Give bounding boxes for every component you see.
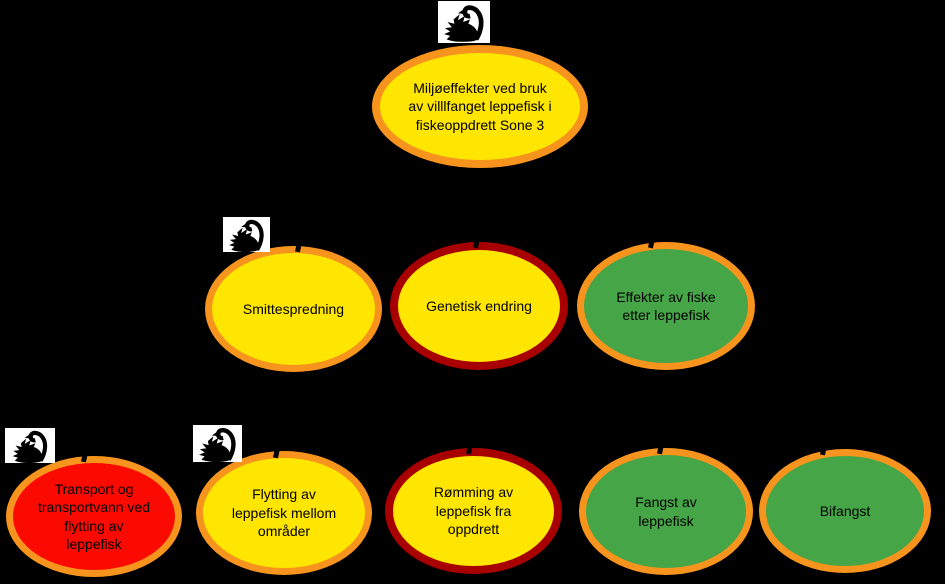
node-effekter-av-fiske[interactable]: Effekter av fiske etter leppefisk — [577, 242, 755, 370]
node-genetisk-endring[interactable]: Genetisk endring — [390, 242, 568, 370]
node-fangst[interactable]: Fangst av leppefisk — [579, 448, 753, 575]
black-swan-icon — [223, 217, 270, 252]
node-root-miljoeffekter[interactable]: Miljøeffekter ved bruk av villlfanget le… — [372, 45, 588, 168]
node-bifangst[interactable]: Bifangst — [759, 449, 931, 573]
black-swan-icon — [193, 425, 242, 462]
black-swan-icon — [438, 1, 490, 43]
node-label: Miljøeffekter ved bruk av villlfanget le… — [408, 79, 552, 133]
node-smittespredning[interactable]: Smittespredning — [205, 246, 382, 372]
black-swan-icon — [5, 428, 55, 463]
node-label: Smittespredning — [242, 300, 345, 317]
node-label: Effekter av fiske etter leppefisk — [616, 288, 716, 323]
node-label: Flytting av leppefisk mellom områder — [231, 486, 337, 540]
node-label: Bifangst — [819, 502, 871, 519]
node-transport[interactable]: Transport og transportvann ved flytting … — [6, 456, 182, 577]
node-label: Rømming av leppefisk fra oppdrett — [433, 484, 514, 538]
node-romming[interactable]: Rømming av leppefisk fra oppdrett — [385, 448, 562, 574]
node-label: Genetisk endring — [426, 297, 532, 314]
node-flytting[interactable]: Flytting av leppefisk mellom områder — [196, 451, 372, 575]
node-label: Fangst av leppefisk — [635, 494, 697, 529]
node-label: Transport og transportvann ved flytting … — [37, 480, 151, 552]
